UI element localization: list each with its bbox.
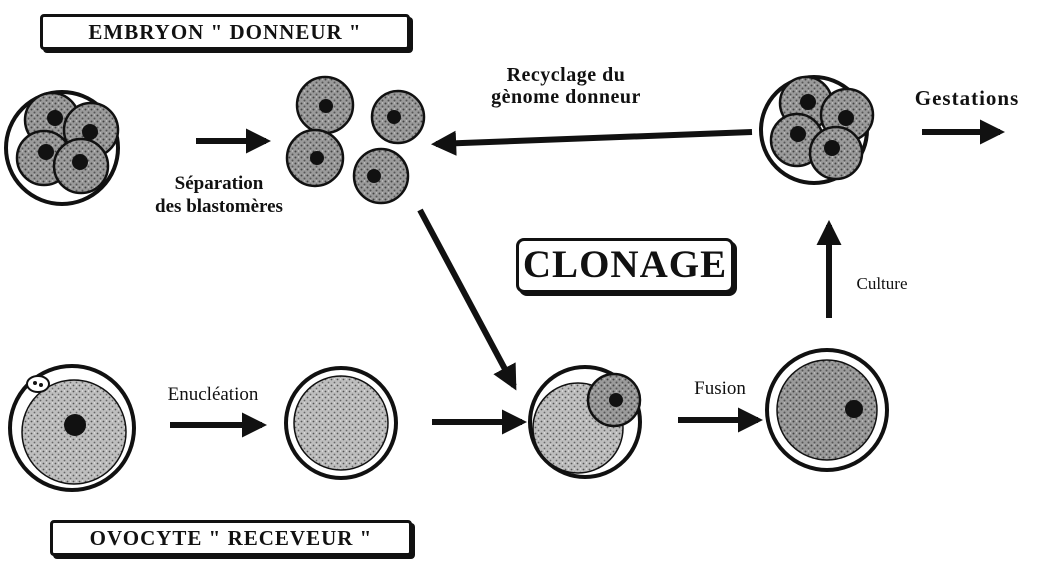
separation-label-line1: Séparation [134, 172, 304, 195]
gestations-label: Gestations [896, 86, 1038, 110]
recipient-oocyte-title: OVOCYTE " RECEVEUR " [50, 520, 412, 556]
arrow-recycling [436, 132, 752, 144]
cloning-title: CLONAGE [516, 238, 734, 293]
donor-embryo-title: EMBRYON " DONNEUR " [40, 14, 410, 50]
separated-blastomeres [287, 77, 424, 203]
enucleated-oocyte [286, 368, 396, 478]
recycling-label-line1: Recyclage du [446, 64, 686, 86]
separation-label-line2: des blastomères [134, 195, 304, 218]
fused-cell [767, 350, 887, 470]
fusion-label: Fusion [682, 378, 758, 400]
enucleation-label: Enucléation [148, 384, 278, 406]
recipient-oocyte [10, 366, 134, 490]
oocyte-with-blastomere [530, 367, 640, 477]
recycling-label-line2: gènome donneur [446, 86, 686, 108]
donor-embryo [6, 92, 118, 204]
separation-label: Séparation des blastomères [134, 172, 304, 218]
culture-label: Culture [842, 274, 922, 294]
recycling-label: Recyclage du gènome donneur [446, 64, 686, 108]
cloned-embryo [761, 77, 873, 183]
arrow-blastomere-transfer [420, 210, 514, 386]
